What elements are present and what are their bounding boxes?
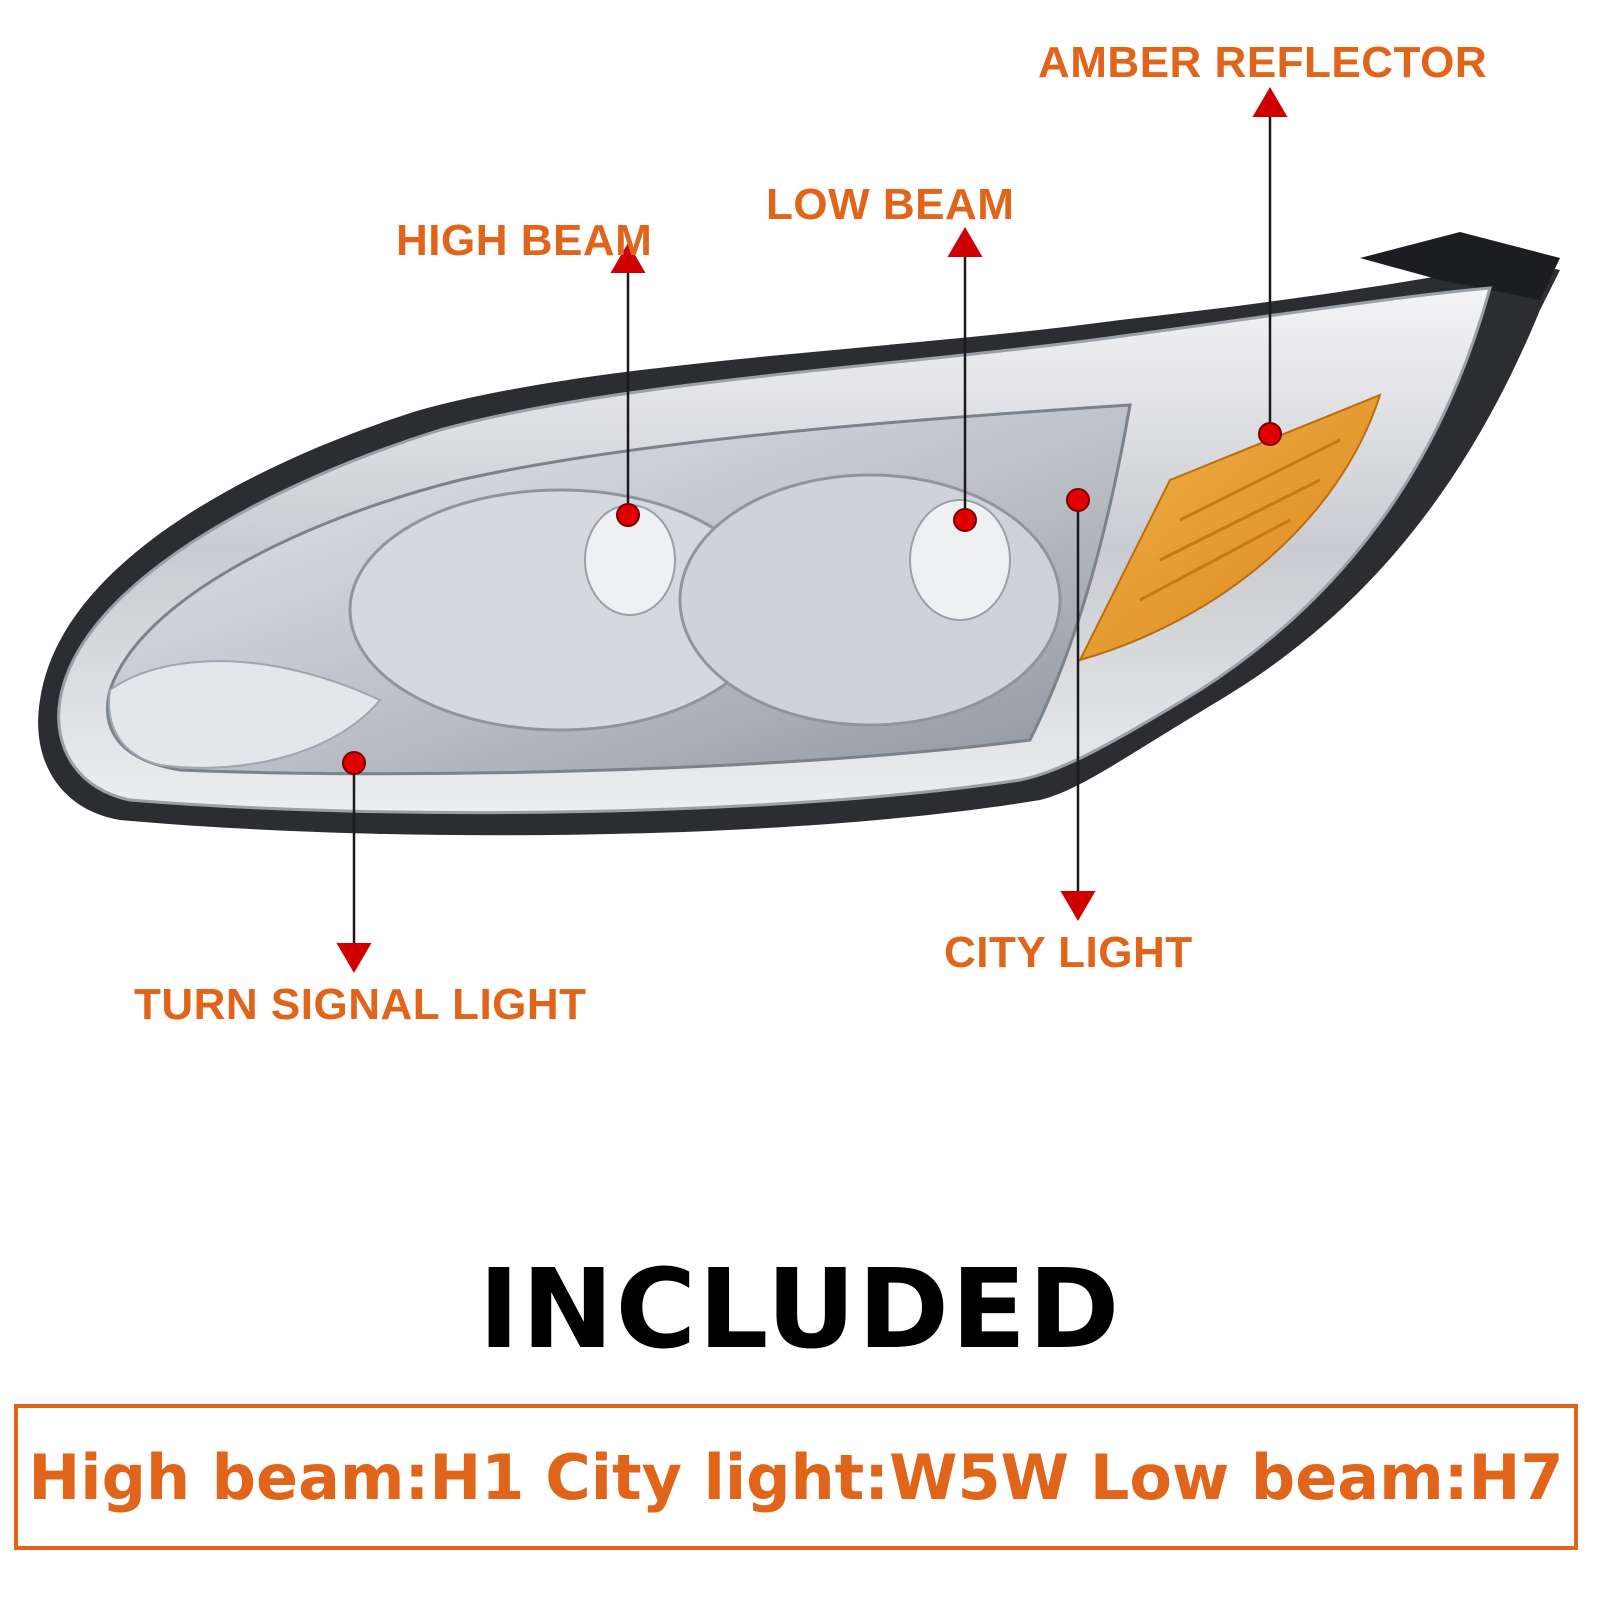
city-light-label: CITY LIGHT xyxy=(944,928,1193,977)
high-beam-label: HIGH BEAM xyxy=(396,216,653,265)
amber-reflector-shape xyxy=(1078,393,1382,662)
bulb-spec-box: High beam:H1 City light:W5W Low beam:H7 xyxy=(14,1404,1578,1550)
low-beam-marker xyxy=(953,508,977,532)
low-beam-label: LOW BEAM xyxy=(766,180,1015,229)
turn-signal-light-label: TURN SIGNAL LIGHT xyxy=(134,980,587,1029)
turn-signal-zone xyxy=(108,660,382,769)
included-title: INCLUDED xyxy=(478,1245,1122,1373)
turn-signal-marker xyxy=(342,751,366,775)
spec-city-light: City light:W5W xyxy=(545,1440,1069,1514)
city-light-marker xyxy=(1066,488,1090,512)
spec-low-beam: Low beam:H7 xyxy=(1089,1440,1564,1514)
low-beam-bowl xyxy=(678,473,1062,727)
mount-bracket xyxy=(1360,232,1560,300)
spec-high-beam: High beam:H1 xyxy=(28,1440,525,1514)
amber-reflector-marker xyxy=(1258,422,1282,446)
high-beam-marker xyxy=(616,503,640,527)
amber-reflector-label: AMBER REFLECTOR xyxy=(1038,38,1488,87)
headlight-illustration xyxy=(38,87,1561,973)
